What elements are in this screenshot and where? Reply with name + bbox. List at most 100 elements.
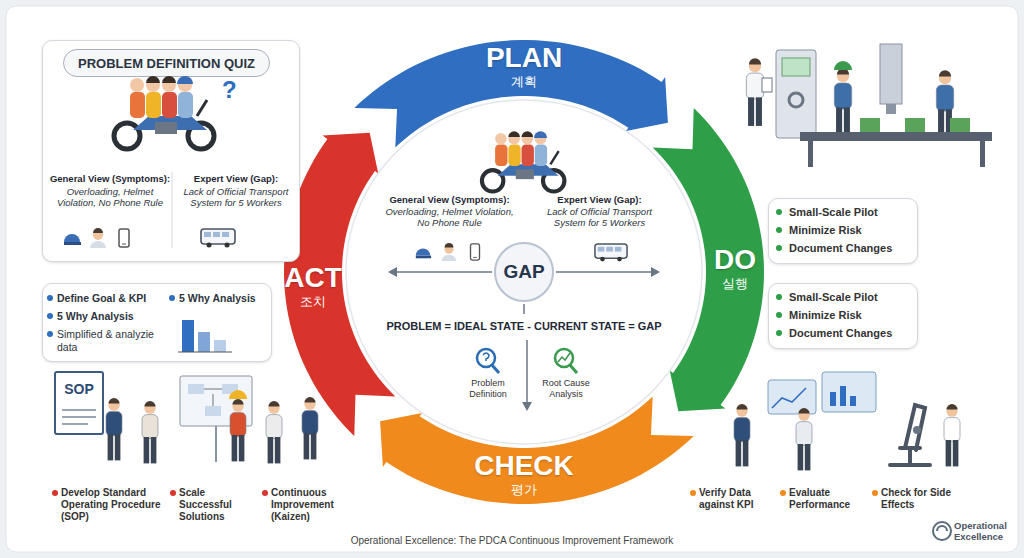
logo-text: Operational Excellence [954,520,1018,543]
analysis-scene [734,372,960,470]
step-label: Scale Successful Solutions [179,487,251,523]
info-box-text: Document Changes [789,327,913,340]
standardize-scene [180,376,252,426]
phase-label-text: 조치 [273,295,353,309]
bullet-dots [780,490,786,496]
center-illustration [442,243,456,261]
center-illustration [570,365,577,373]
analysis-scene [850,396,856,406]
standardize-scene [106,398,122,460]
center-illustration [526,340,528,404]
quiz-heading-text: PROBLEM DEFINITION QUIZ [78,56,256,72]
quiz-panel: General View (Symptoms): Overloading, Hel… [42,40,300,262]
analysis-scene [772,388,806,408]
document-label: SOP [55,381,103,398]
step-label: Verify Data against KPI [699,487,771,511]
analysis-scene [734,404,750,466]
center-illustration [388,131,660,411]
gap-disk: General View (Symptoms):Overloading, Hel… [342,96,706,448]
center-illustration [523,304,525,314]
analysis-scene [768,380,816,414]
gap-circle: GAP [494,242,554,302]
factory-scene [834,68,851,136]
center-illustration [556,271,654,273]
standardize-scene [55,372,103,434]
analysis-scene [944,404,960,466]
factory-scene [762,78,772,92]
standardize-scene [204,389,222,390]
analysis-scene [822,372,876,412]
factory-scene [808,141,813,167]
center-illustration [492,365,499,373]
standardize-scene [266,401,282,463]
factory-scene [746,44,992,167]
standardize-scene [55,372,318,463]
gap-disk-text: Expert View (Gap): [532,194,667,205]
info-box: Define Goal & KPI5 Why AnalysisSimplifie… [42,283,272,362]
gap-disk-text: General View (Symptoms): [382,194,517,205]
standardize-scene [188,384,204,394]
standardize-scene [213,394,214,406]
phase-label-text: PLAN [464,44,584,72]
info-box-text: Small-Scale Pilot [789,291,913,304]
factory-scene [980,141,985,167]
question-mark: ? [222,76,246,105]
quiz-panel-text: Overloading, Helmet Violation, No Phone … [49,186,171,209]
gap-disk-text: Problem Definition [456,378,520,400]
phase-label-text: 평가 [454,483,594,497]
bullet-dots [52,490,58,496]
caption: Operational Excellence: The PDCA Continu… [262,535,762,547]
info-box-text: Document Changes [789,242,913,255]
info-box: Small-Scale PilotMinimize RiskDocument C… [768,283,918,349]
phase-label-text: DO [695,246,775,274]
center-illustration [388,267,397,277]
phase-label: CHECK 평가 [454,452,594,502]
factory-scene [746,58,763,126]
info-box-text: Minimize Risk [789,224,913,237]
card [6,6,1018,552]
phase-arc [284,40,764,504]
standardize-scene [142,401,158,463]
step-label: Evaluate Performance [789,487,859,511]
phase-label-text: CHECK [454,452,594,480]
center-illustration [394,271,492,273]
info-box-text: 5 Why Analysis [57,310,169,323]
center-illustration [416,248,431,258]
phase-arc [354,40,668,148]
center-illustration [522,402,532,411]
factory-scene [834,61,852,70]
analysis-scene [840,386,846,406]
center-illustration [651,267,660,277]
factory-scene [860,118,880,132]
quiz-panel-text: General View (Symptoms): [49,173,171,184]
info-box-text: Small-Scale Pilot [789,206,913,219]
factory-scene [789,93,803,107]
standardize-scene [215,426,217,462]
analysis-scene [830,392,836,406]
info-box: Small-Scale PilotMinimize RiskDocument C… [768,198,918,264]
standardize-scene [62,409,96,411]
center-disk [346,100,702,444]
analysis-scene [796,408,812,470]
standardize-scene [230,399,246,461]
center-illustration [483,353,489,361]
info-box-text: Define Goal & KPI [57,292,169,305]
logo-icon [933,522,951,540]
factory-scene [880,44,902,104]
center-illustration [595,244,627,261]
standardize-scene [302,397,318,459]
factory-scene [950,118,970,132]
factory-scene [800,132,992,141]
gap-disk-text: Root Cause Analysis [534,378,598,400]
phase-label-text: ACT [273,264,353,292]
center-illustration [477,349,495,367]
center-illustration [555,349,573,367]
info-box-text: 5 Why Analysis [179,292,267,305]
phase-label: ACT 조치 [273,264,353,314]
step-label: Develop Standard Operating Procedure (SO… [61,487,166,523]
factory-scene [776,50,816,138]
gap-disk-text: Overloading, Helmet Violation, No Phone … [382,206,517,229]
analysis-scene [890,405,930,465]
standardize-scene [222,384,238,394]
logo-icon [933,522,951,540]
